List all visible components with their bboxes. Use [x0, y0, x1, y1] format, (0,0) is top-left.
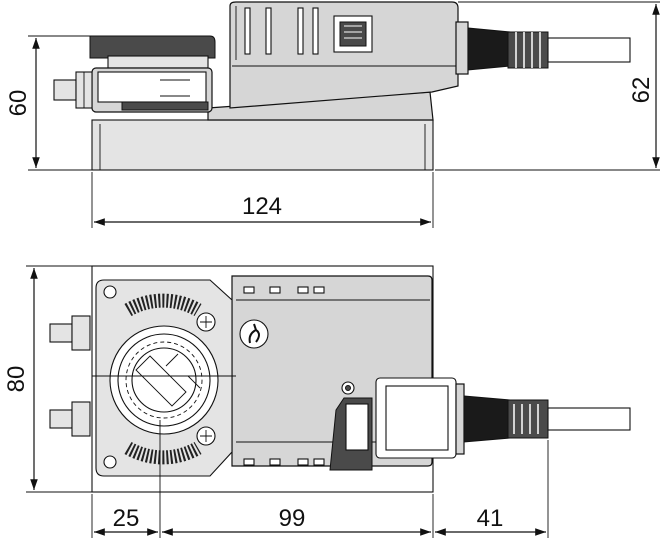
dim-top-seg-1: 25 — [113, 505, 140, 532]
side-cable-strain-relief — [507, 31, 549, 69]
dim-side-total-height: 62 — [628, 77, 655, 104]
side-cable — [547, 37, 631, 63]
top-manual-override-icon — [239, 319, 269, 349]
dim-top-seg-3: 41 — [477, 505, 504, 532]
top-scale-lower — [124, 441, 202, 465]
side-dimensions: 60 62 124 — [5, 1, 660, 228]
side-view — [53, 1, 631, 171]
top-scale-upper — [124, 293, 202, 317]
side-handle — [89, 35, 216, 59]
top-cable-collar — [455, 383, 465, 455]
dim-top-seg-2: 99 — [279, 505, 306, 532]
side-shaft — [53, 79, 77, 101]
top-dimensions: 80 25 99 41 — [3, 265, 549, 538]
dim-top-width: 80 — [3, 366, 30, 393]
side-motor-housing — [229, 1, 459, 109]
dim-side-height: 60 — [5, 90, 32, 117]
top-cable — [547, 407, 631, 431]
side-base — [91, 119, 434, 171]
dim-side-length: 124 — [242, 193, 282, 220]
top-view — [49, 265, 631, 493]
side-cable-collar — [455, 21, 469, 75]
